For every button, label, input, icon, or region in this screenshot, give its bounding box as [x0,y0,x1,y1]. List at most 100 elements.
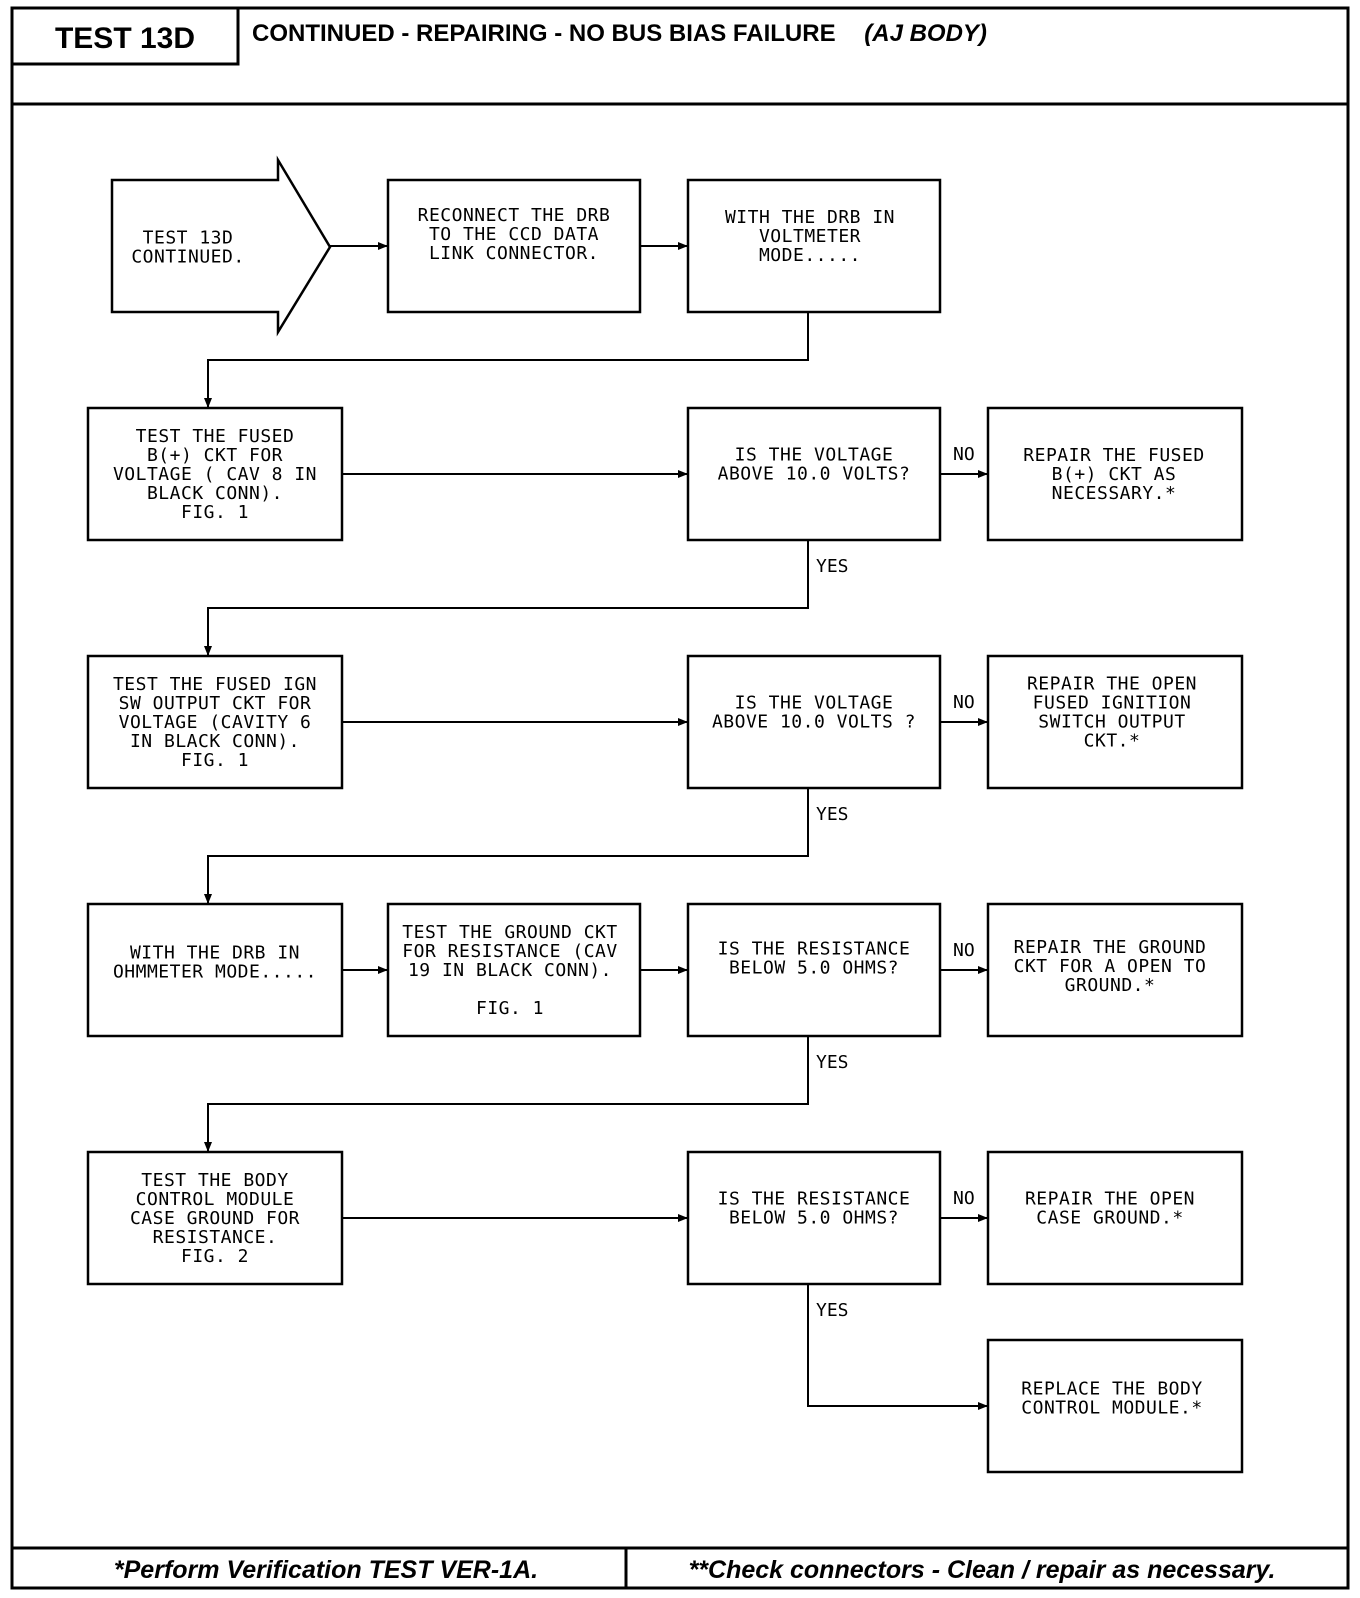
box-text-line: CASE GROUND FOR [130,1208,300,1229]
box-text-line: NECESSARY.* [1052,483,1177,504]
box-text-line: FUSED IGNITION [1033,693,1192,714]
label-no-3: NO [953,940,975,961]
page-title: CONTINUED - REPAIRING - NO BUS BIAS FAIL… [252,20,987,47]
box-text-line: CONTROL MODULE [136,1189,295,1210]
box-text-line: VOLTMETER [759,226,861,247]
box-text-line: REPAIR THE OPEN [1027,674,1197,695]
box-text-line: FIG. 1 [181,750,249,771]
box-text-line: 19 IN BLACK CONN). [408,960,612,981]
box-text-line: TEST THE BODY [141,1170,288,1191]
box-text-line: FIG. 2 [181,1246,249,1267]
box-text-line: IS THE VOLTAGE [735,693,894,714]
box-text-line: FIG. 1 [476,998,544,1019]
box-text-line: RESISTANCE. [153,1227,278,1248]
box-text-line: TEST 13D [143,228,234,249]
box-replace-bcm [986,1338,1244,1474]
edge-q2-yes [204,788,809,904]
box-text-line: BELOW 5.0 OHMS? [729,958,899,979]
box-text-line: ABOVE 10.0 VOLTS? [718,464,911,485]
label-no-2: NO [953,692,975,713]
label-yes-2: YES [816,804,849,825]
box-text-line: B(+) CKT FOR [147,445,283,466]
box-text-line: VOLTAGE (CAVITY 6 [119,712,312,733]
box-text-line: REPAIR THE OPEN [1025,1189,1195,1210]
box-voltmeter-mode [686,178,942,314]
box-text-line: REPAIR THE GROUND [1014,937,1207,958]
label-yes-3: YES [816,1052,849,1073]
box-test-fused-b [86,406,344,542]
box-text-line: CONTINUED. [131,247,244,268]
page-frame [10,6,1350,1590]
box-text-line: RECONNECT THE DRB [418,205,611,226]
box-test-case-ground [86,1150,344,1286]
box-text-line: B(+) CKT AS [1052,464,1177,485]
page-title-suffix: (AJ BODY) [864,20,987,47]
box-text-line: TEST THE FUSED [136,426,295,447]
box-text-line: SW OUTPUT CKT FOR [119,693,312,714]
label-yes-1: YES [816,556,849,577]
box-repair-ground [986,902,1244,1038]
page-title-main: CONTINUED - REPAIRING - NO BUS BIAS FAIL… [252,20,836,47]
box-text-line: BLACK CONN). [147,483,283,504]
box-text-line: REPAIR THE FUSED [1023,445,1204,466]
footer-verification-note: *Perform Verification TEST VER-1A. [114,1556,538,1584]
label-yes-4: YES [816,1300,849,1321]
box-text-line: SWITCH OUTPUT [1038,712,1185,733]
label-no-1: NO [953,444,975,465]
box-text-line: IS THE VOLTAGE [735,445,894,466]
label-no-4: NO [953,1188,975,1209]
box-text-line: CKT FOR A OPEN TO [1014,956,1207,977]
box-text-line: BELOW 5.0 OHMS? [729,1208,899,1229]
box-text-line: FIG. 1 [181,502,249,523]
footer-connector-note: **Check connectors - Clean / repair as n… [689,1556,1276,1584]
box-text-line: LINK CONNECTOR. [429,243,599,264]
box-text-line: WITH THE DRB IN [130,943,300,964]
header-test-box [12,8,240,66]
box-text-line: ABOVE 10.0 VOLTS ? [712,712,916,733]
edge-voltmeter-fused-b [204,312,809,408]
box-text-line: GROUND.* [1065,975,1156,996]
start-arrow-shape [110,155,332,337]
box-text-line: TEST THE FUSED IGN [113,674,317,695]
box-text-line: IN BLACK CONN). [130,731,300,752]
box-text-line: WITH THE DRB IN [725,207,895,228]
box-text-line: OHMMETER MODE..... [113,962,317,983]
box-test-ign-sw [86,654,344,790]
box-q-resistance-2 [686,1150,942,1286]
box-text-line: CONTROL MODULE.* [1021,1398,1202,1419]
box-text-line: CKT.* [1084,731,1141,752]
box-text-line: IS THE RESISTANCE [718,939,911,960]
box-text-line: REPLACE THE BODY [1021,1379,1202,1400]
box-text-line: MODE..... [759,245,861,266]
box-text-line: CASE GROUND.* [1036,1208,1183,1229]
box-text-line: IS THE RESISTANCE [718,1189,911,1210]
box-text-line: FOR RESISTANCE (CAV [402,941,617,962]
edge-q4-yes [807,1284,988,1410]
box-text-line: VOLTAGE ( CAV 8 IN [113,464,317,485]
edge-q1-yes [204,540,809,656]
box-repair-fused-b [986,406,1244,542]
edge-q3-yes [204,1036,809,1152]
test-id: TEST 13D [55,22,195,55]
box-repair-case-ground [986,1150,1244,1286]
box-ohmmeter-mode [86,902,344,1038]
box-text-line: TEST THE GROUND CKT [402,922,617,943]
